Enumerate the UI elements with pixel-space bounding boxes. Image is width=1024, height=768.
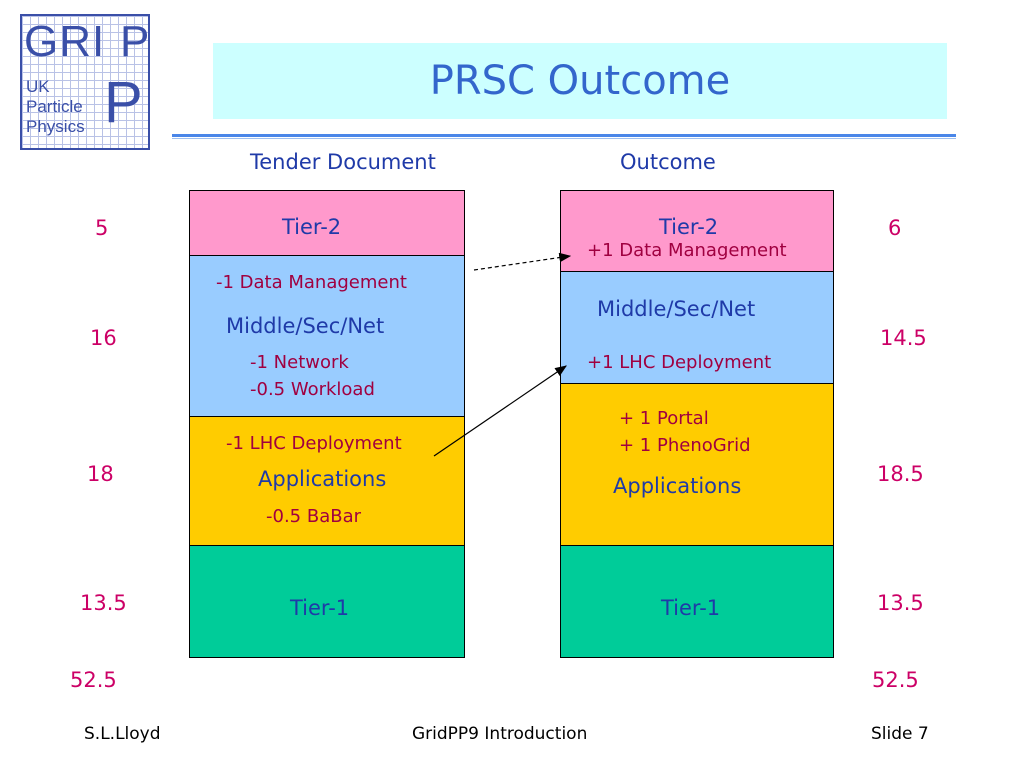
outcome-applications-block: + 1 Portal + 1 PhenoGrid Applications [560, 383, 834, 546]
header-outcome: Outcome [620, 150, 716, 174]
header-tender-document: Tender Document [250, 150, 436, 174]
outcome-middleware-block: Middle/Sec/Net +1 LHC Deployment [560, 271, 834, 384]
right-total: 52.5 [872, 668, 919, 692]
arrow-data-management [473, 252, 572, 271]
outcome-tier1-block: Tier-1 [560, 545, 834, 658]
tender-app-note-babar: -0.5 BaBar [266, 506, 362, 527]
tender-mid-note-workload: -0.5 Workload [250, 379, 375, 400]
outcome-mid-note-lhc: +1 LHC Deployment [587, 352, 772, 373]
tender-applications-label: Applications [258, 467, 387, 491]
left-number-tier2: 5 [95, 216, 109, 240]
gridpp-logo: GRI P UK Particle Physics P [20, 14, 150, 150]
tender-middleware-label: Middle/Sec/Net [226, 314, 385, 338]
logo-text-p-top: P [120, 17, 151, 66]
arrow-lhc-deployment [433, 365, 567, 457]
footer-author: S.L.Lloyd [84, 724, 161, 744]
outcome-app-note-phenogrid: + 1 PhenoGrid [619, 435, 751, 456]
tender-middleware-block: -1 Data Management Middle/Sec/Net -1 Net… [189, 255, 465, 417]
logo-text-particle: Particle [26, 97, 83, 116]
left-total: 52.5 [70, 668, 117, 692]
outcome-tier2-note: +1 Data Management [587, 240, 787, 261]
left-number-applications: 18 [87, 462, 114, 486]
tender-mid-note-data-management: -1 Data Management [216, 272, 407, 293]
outcome-applications-label: Applications [613, 474, 742, 498]
left-number-middleware: 16 [90, 326, 117, 350]
tender-tier2-label: Tier-2 [282, 215, 342, 239]
slide-title: PRSC Outcome [429, 58, 731, 104]
footer-slide-number: Slide 7 [871, 724, 929, 744]
tender-tier1-label: Tier-1 [290, 596, 350, 620]
outcome-app-note-portal: + 1 Portal [619, 408, 709, 429]
outcome-tier2-block: Tier-2 +1 Data Management [560, 190, 834, 272]
title-rule-thin [172, 138, 956, 139]
logo-text-physics: Physics [26, 117, 85, 136]
right-number-tier2: 6 [888, 216, 902, 240]
outcome-tier2-label: Tier-2 [659, 215, 719, 239]
title-rule [172, 134, 956, 137]
right-number-tier1: 13.5 [877, 591, 924, 615]
left-number-tier1: 13.5 [80, 591, 127, 615]
right-number-middleware: 14.5 [880, 326, 927, 350]
title-banner: PRSC Outcome [213, 43, 947, 119]
logo-text-p-bottom: P [104, 70, 143, 135]
tender-tier1-block: Tier-1 [189, 545, 465, 658]
outcome-middleware-label: Middle/Sec/Net [597, 297, 756, 321]
footer-center: GridPP9 Introduction [412, 724, 588, 744]
tender-mid-note-network: -1 Network [250, 352, 349, 373]
outcome-tier1-label: Tier-1 [661, 596, 721, 620]
tender-applications-block: -1 LHC Deployment Applications -0.5 BaBa… [189, 416, 465, 546]
tender-app-note-lhc: -1 LHC Deployment [226, 433, 402, 454]
logo-text-uk: UK [26, 77, 50, 96]
logo-text-gri: GRI [24, 17, 106, 66]
right-number-applications: 18.5 [877, 462, 924, 486]
